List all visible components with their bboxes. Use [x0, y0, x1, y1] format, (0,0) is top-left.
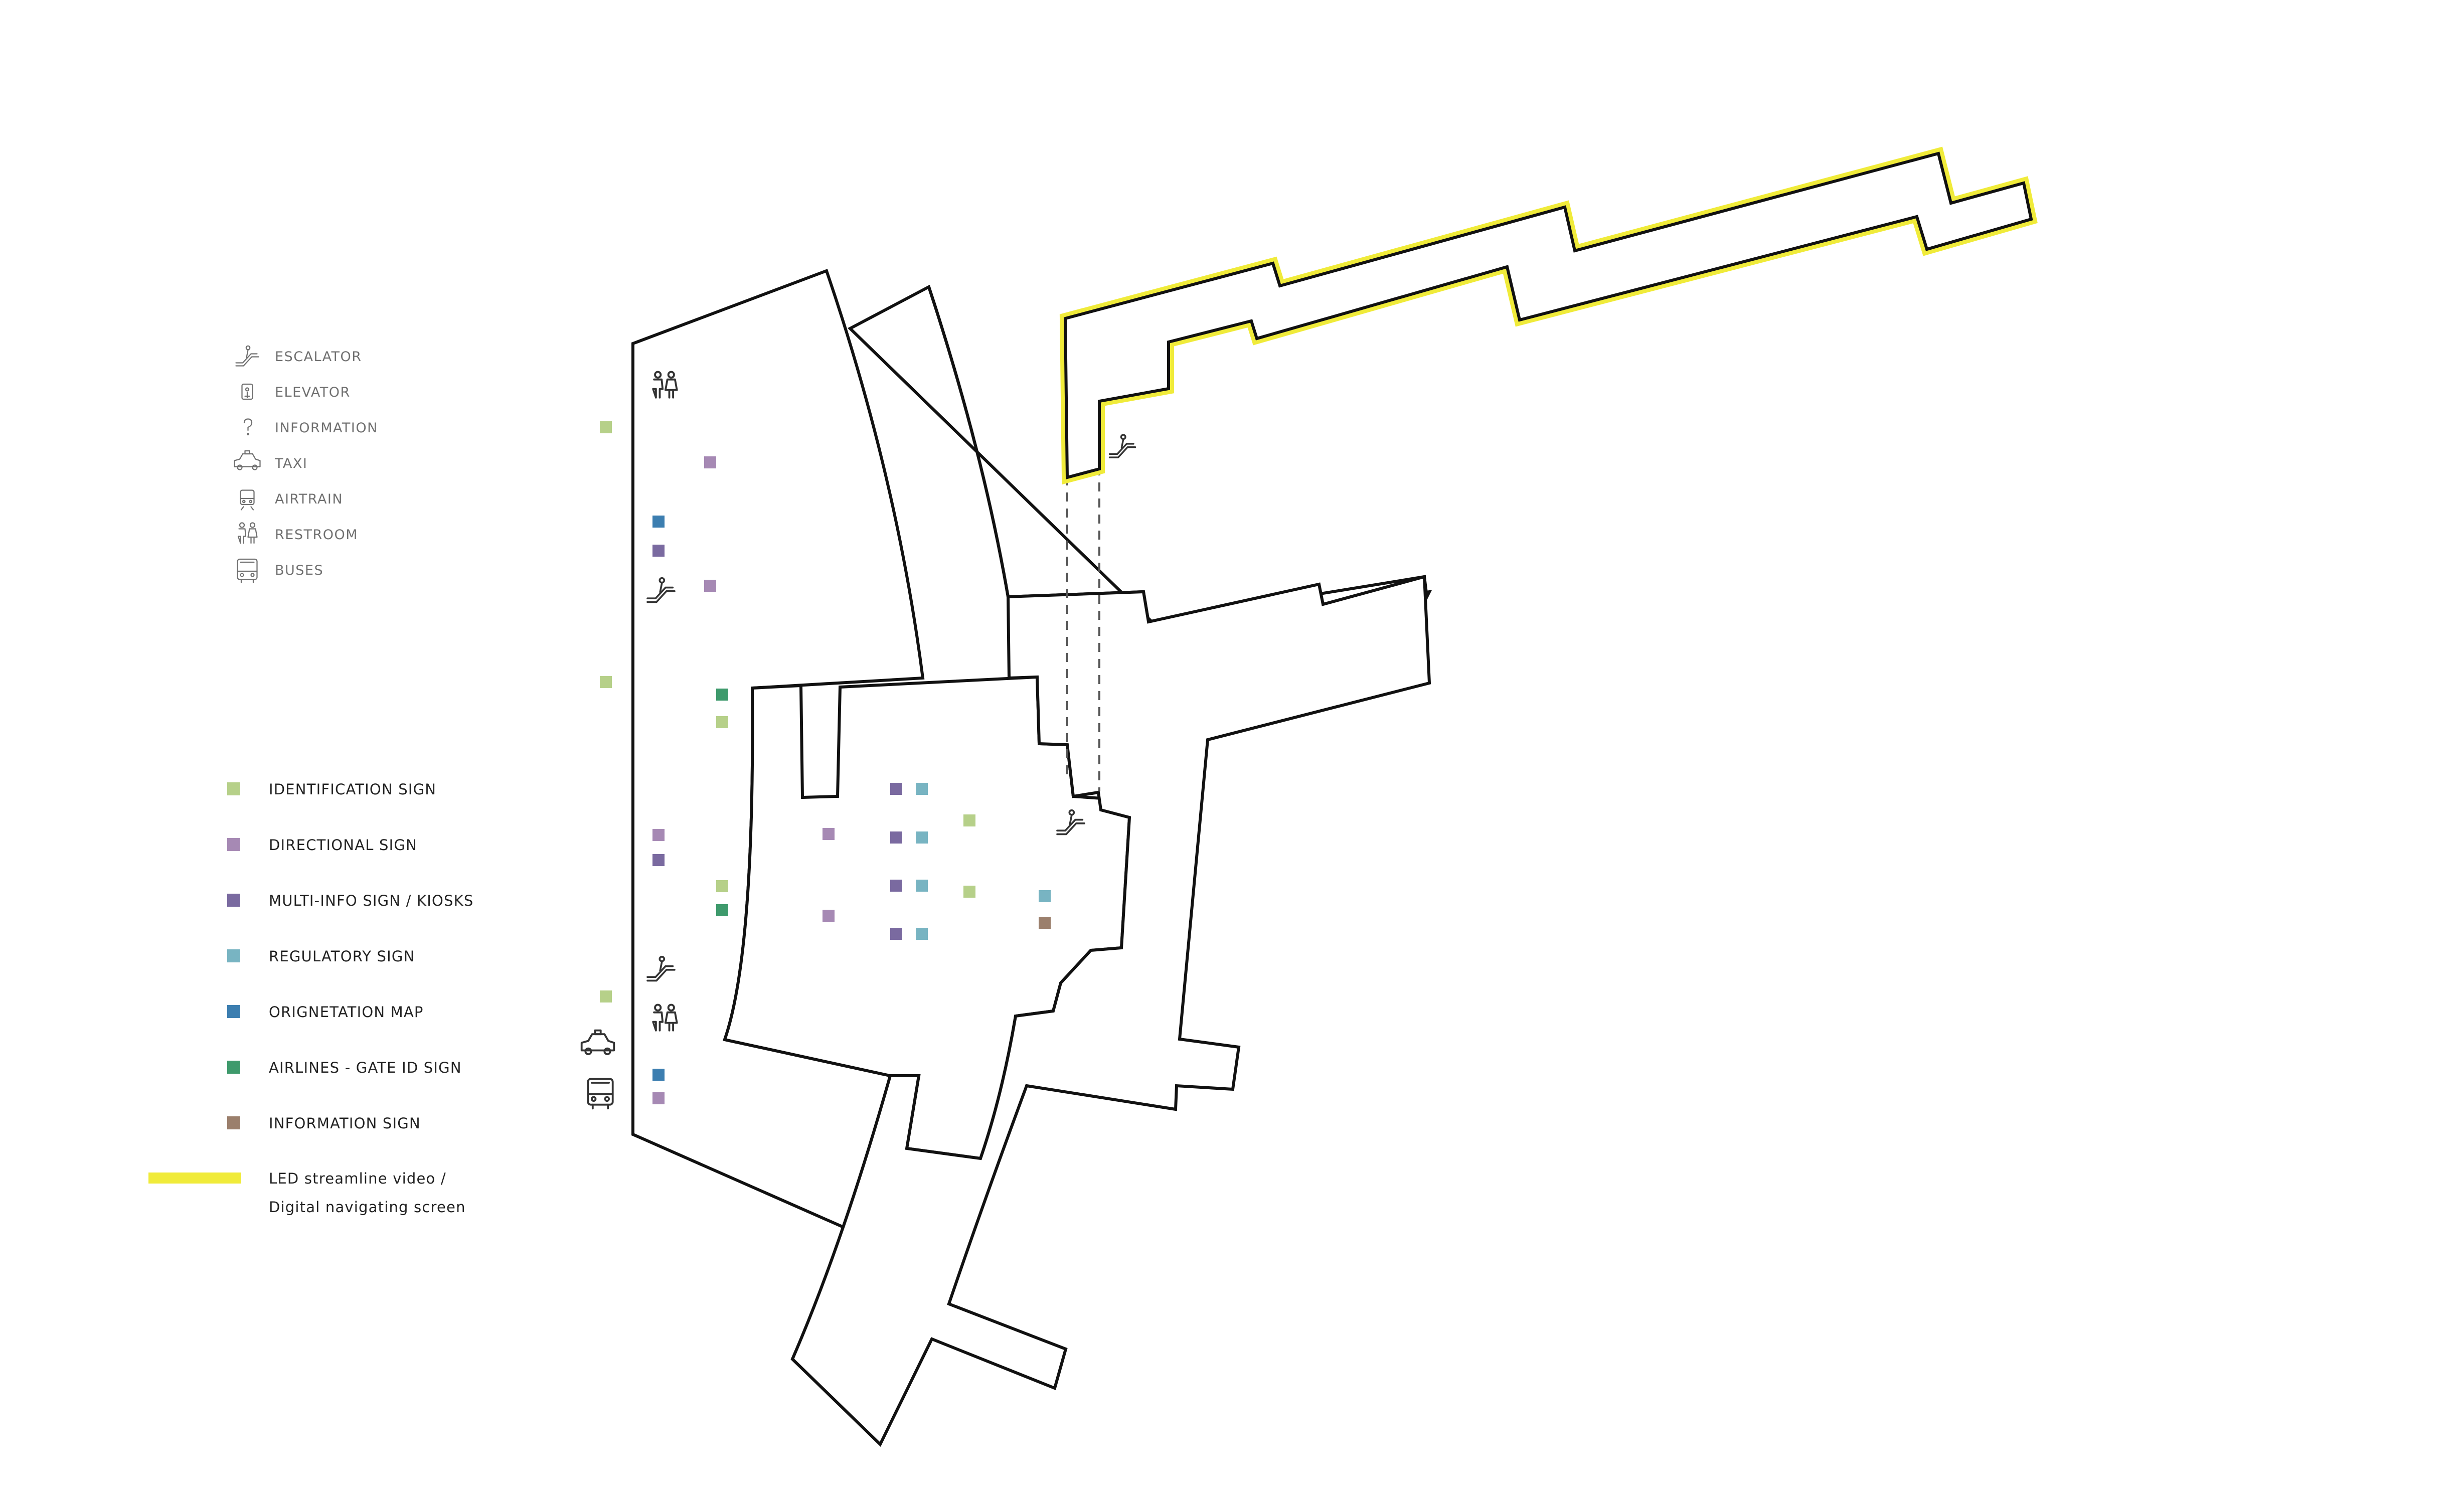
map-marker-multi-info-sign: [890, 880, 902, 892]
legend-swatch-orientation-map: [227, 1005, 240, 1018]
map-marker-regulatory-sign: [916, 831, 928, 844]
icon-legend-label-restroom: RESTROOM: [275, 527, 358, 543]
map-marker-identification-sign: [600, 676, 612, 688]
map-marker-directional-sign: [652, 1092, 665, 1104]
map-marker-orientation-map: [652, 516, 665, 528]
legend-swatch-multi-info-sign: [227, 894, 240, 907]
bus-icon: [237, 558, 258, 583]
bus-icon: [587, 1078, 614, 1110]
map-marker-directional-sign: [823, 828, 835, 840]
legend-label-information-sign: INFORMATION SIGN: [269, 1115, 421, 1132]
map-marker-regulatory-sign: [916, 783, 928, 795]
taxi-icon: [234, 450, 261, 470]
legend-swatch-identification-sign: [227, 782, 240, 795]
map-marker-identification-sign: [963, 814, 975, 826]
floor-plan: [631, 269, 1432, 1447]
map-marker-airlines-gate-id-sign: [716, 689, 728, 701]
led-legend-swatch: [148, 1173, 241, 1184]
icon-legend-label-airtrain: AIRTRAIN: [275, 491, 343, 507]
sign-markers: [600, 421, 1051, 1104]
map-marker-directional-sign: [704, 456, 716, 468]
legend-swatch-airlines-gate-id-sign: [227, 1061, 240, 1074]
led-passage-outline: [1063, 151, 2033, 479]
escalator-icon: [235, 345, 259, 367]
airtrain-icon: [240, 489, 255, 511]
icon-legend-label-taxi: TAXI: [274, 456, 307, 471]
map-marker-regulatory-sign: [1039, 890, 1051, 902]
map-marker-regulatory-sign: [916, 880, 928, 892]
legend-label-directional-sign: DIRECTIONAL SIGN: [269, 837, 417, 854]
legend-label-regulatory-sign: REGULATORY SIGN: [269, 948, 415, 965]
legend-label-airlines-gate-id-sign: AIRLINES - GATE ID SIGN: [269, 1059, 462, 1076]
legend-label-identification-sign: IDENTIFICATION SIGN: [269, 781, 436, 798]
legend-swatch-directional-sign: [227, 838, 240, 851]
legend-swatch-information-sign: [227, 1116, 240, 1129]
map-marker-directional-sign: [704, 580, 716, 592]
icon-legend-label-bus: BUSES: [275, 563, 323, 578]
map-marker-multi-info-sign: [890, 783, 902, 795]
legend-label-multi-info-sign: MULTI-INFO SIGN / KIOSKS: [269, 892, 473, 909]
led-legend-label-line1: LED streamline video /: [269, 1170, 446, 1187]
northeast-concourse: [790, 286, 1431, 1447]
bridge-dashed-lines: [1066, 466, 1100, 791]
sign-legend: IDENTIFICATION SIGN DIRECTIONAL SIGN MULTI…: [227, 781, 473, 1132]
map-marker-directional-sign: [823, 910, 835, 922]
map-marker-identification-sign: [963, 886, 975, 898]
legend-label-orientation-map: ORIGNETATION MAP: [269, 1004, 424, 1021]
map-marker-identification-sign: [716, 716, 728, 728]
legend-swatch-regulatory-sign: [227, 949, 240, 962]
icon-legend-label-escalator: ESCALATOR: [275, 349, 362, 365]
elevator-icon: [241, 383, 253, 400]
icon-legend-label-information: INFORMATION: [275, 420, 378, 436]
taxi-icon: [580, 1029, 615, 1056]
escalator-icon: [1108, 434, 1136, 458]
led-legend: LED streamline video / Digital navigatin…: [148, 1170, 466, 1216]
map-marker-multi-info-sign: [652, 545, 665, 557]
map-marker-multi-info-sign: [890, 928, 902, 940]
map-marker-multi-info-sign: [890, 831, 902, 844]
map-marker-orientation-map: [652, 1069, 665, 1081]
map-marker-multi-info-sign: [652, 854, 665, 866]
map-marker-identification-sign: [600, 421, 612, 433]
information-icon: [243, 418, 253, 436]
restroom-icon: [237, 522, 258, 544]
map-marker-airlines-gate-id-sign: [716, 904, 728, 916]
map-marker-regulatory-sign: [916, 928, 928, 940]
led-legend-label-line2: Digital navigating screen: [269, 1199, 466, 1216]
icon-legend-label-elevator: ELEVATOR: [275, 385, 351, 400]
icon-legend: ESCALATOR ELEVATOR INFORMATION TAXI AIRTRAIN…: [234, 345, 378, 583]
map-marker-identification-sign: [716, 880, 728, 892]
map-marker-directional-sign: [652, 829, 665, 841]
map-marker-identification-sign: [600, 990, 612, 1002]
led-streamline-passage: [1059, 146, 2038, 485]
map-marker-information-sign: [1039, 917, 1051, 929]
